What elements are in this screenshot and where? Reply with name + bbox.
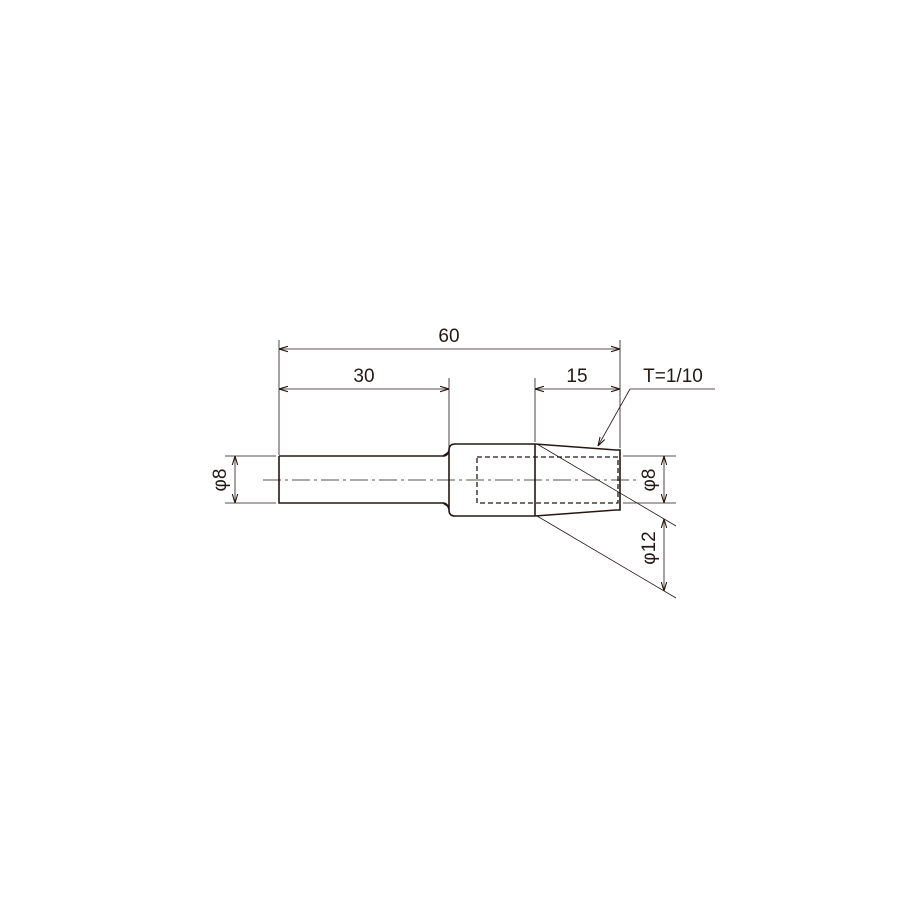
dimension-lines (235, 349, 715, 591)
body-diameter-label: φ12 (639, 531, 660, 564)
taper-length-label: 15 (566, 366, 587, 387)
extension-lines (225, 340, 677, 599)
taper-leader (598, 388, 631, 446)
shank-diameter-label: φ8 (210, 469, 231, 492)
tip-diameter-label: φ8 (639, 469, 660, 492)
body-outline (448, 443, 535, 517)
overall-length-label: 60 (438, 326, 459, 347)
shank-outline (278, 451, 450, 508)
shank-length-label: 30 (353, 366, 374, 387)
taper-note-label: T=1/10 (643, 366, 703, 387)
